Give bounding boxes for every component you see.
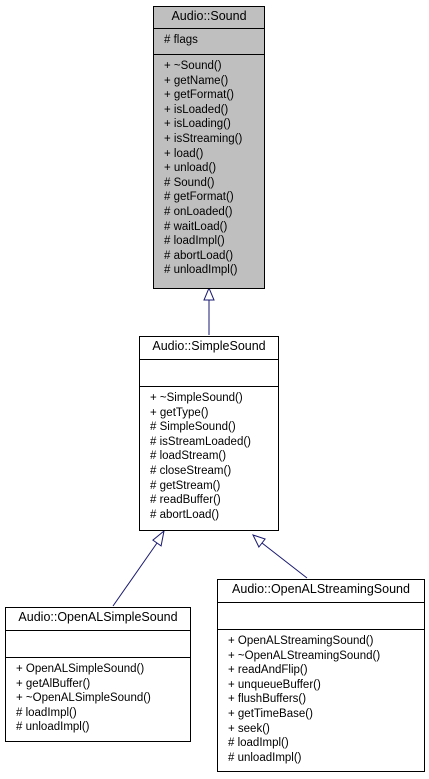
method-item: # getFormat() <box>164 191 234 204</box>
class-openalsimplesound-methods: + OpenALSimpleSound() + getAlBuffer() + … <box>6 658 190 735</box>
class-openalstreamingsound-methods: + OpenALStreamingSound() + ~OpenALStream… <box>218 630 424 765</box>
method-item: + unload() <box>164 162 217 175</box>
class-sound: Audio::Sound # flags + ~Sound() + getNam… <box>153 6 265 289</box>
method-item: + getFormat() <box>164 89 234 102</box>
method-item: + ~OpenALSimpleSound() <box>16 692 151 705</box>
arrowhead-sound <box>203 286 215 301</box>
method-item: # closeStream() <box>150 464 232 477</box>
method-item: # onLoaded() <box>164 205 233 218</box>
method-item: # Sound() <box>164 176 215 189</box>
class-openalstreamingsound: Audio::OpenALStreamingSound + OpenALStre… <box>217 579 425 772</box>
method-item: + isLoaded() <box>164 103 229 116</box>
method-item: # readBuffer() <box>150 494 221 507</box>
method-item: # loadImpl() <box>164 235 225 248</box>
method-item: + ~SimpleSound() <box>150 392 243 404</box>
class-openalsimplesound-attributes <box>6 631 190 658</box>
method-item: # loadStream() <box>150 450 227 463</box>
attribute-item: # flags <box>164 34 198 46</box>
class-simplesound-title: Audio::SimpleSound <box>140 337 278 360</box>
method-item: + OpenALSimpleSound() <box>16 663 145 675</box>
method-item: + ~OpenALStreamingSound() <box>228 649 381 662</box>
arrowhead-simplesound-left <box>152 529 165 547</box>
method-item: + getType() <box>150 406 209 419</box>
class-simplesound: Audio::SimpleSound + ~SimpleSound() + ge… <box>139 336 279 531</box>
method-item: # loadImpl() <box>228 737 289 750</box>
class-sound-title: Audio::Sound <box>154 7 264 29</box>
class-openalstreamingsound-title: Audio::OpenALStreamingSound <box>218 580 424 603</box>
method-item: + getName() <box>164 74 229 87</box>
method-item: + OpenALStreamingSound() <box>228 635 374 647</box>
method-item: # waitLoad() <box>164 220 228 233</box>
method-item: + ~Sound() <box>164 60 222 72</box>
method-item: + flushBuffers() <box>228 693 307 706</box>
method-item: + seek() <box>228 722 270 735</box>
method-item: # SimpleSound() <box>150 421 236 434</box>
method-item: # abortLoad() <box>150 508 220 521</box>
class-simplesound-attributes <box>140 360 278 387</box>
class-simplesound-methods: + ~SimpleSound() + getType() # SimpleSou… <box>140 387 278 522</box>
class-openalstreamingsound-attributes <box>218 603 424 630</box>
method-item: + unqueueBuffer() <box>228 678 321 691</box>
method-item: + readAndFlip() <box>228 664 308 677</box>
method-item: # abortLoad() <box>164 249 234 262</box>
method-item: # isStreamLoaded() <box>150 435 251 448</box>
method-item: + load() <box>164 147 204 160</box>
edge-openalsimplesound-to-simplesound <box>112 542 158 607</box>
method-item: + getTimeBase() <box>228 707 313 720</box>
class-openalsimplesound-title: Audio::OpenALSimpleSound <box>6 608 190 631</box>
method-item: # unloadImpl() <box>164 264 238 277</box>
method-item: + getAlBuffer() <box>16 677 91 690</box>
method-item: # unloadImpl() <box>16 721 90 734</box>
class-sound-attributes: # flags <box>154 29 264 55</box>
class-sound-methods: + ~Sound() + getName() + getFormat() + i… <box>154 55 264 278</box>
class-openalsimplesound: Audio::OpenALSimpleSound + OpenALSimpleS… <box>5 607 191 742</box>
method-item: # getStream() <box>150 479 221 492</box>
method-item: # loadImpl() <box>16 706 77 719</box>
method-item: + isLoading() <box>164 118 231 131</box>
edge-openalstreamingsound-to-simplesound <box>261 542 308 579</box>
method-item: # unloadImpl() <box>228 751 302 764</box>
method-item: + isStreaming() <box>164 132 243 145</box>
arrowhead-simplesound-right <box>252 534 266 548</box>
